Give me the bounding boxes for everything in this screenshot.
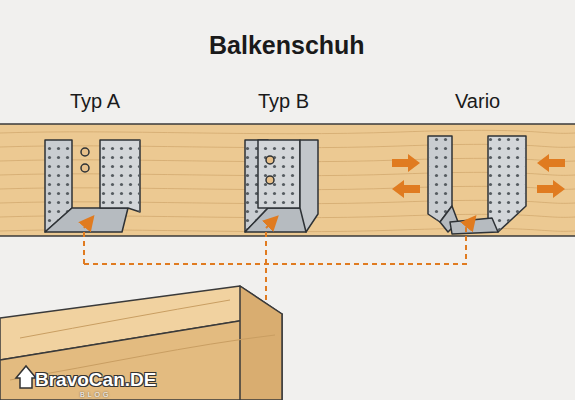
type-label: Typ A	[70, 90, 120, 113]
main-beam	[0, 124, 575, 236]
watermark: BravoCan.DE	[35, 369, 156, 391]
hanger-type-b	[245, 140, 318, 232]
type-label: Typ B	[258, 90, 309, 113]
watermark-icon	[16, 366, 36, 388]
hanger-vario	[428, 136, 526, 234]
adjust-arrows	[392, 154, 565, 198]
joist-beam	[0, 286, 282, 400]
type-label: Vario	[455, 90, 500, 113]
guide-lines	[84, 218, 474, 300]
hanger-type-a	[45, 140, 140, 232]
diagram-title: Balkenschuh	[209, 31, 365, 60]
watermark-sub: BLOG	[80, 391, 111, 398]
